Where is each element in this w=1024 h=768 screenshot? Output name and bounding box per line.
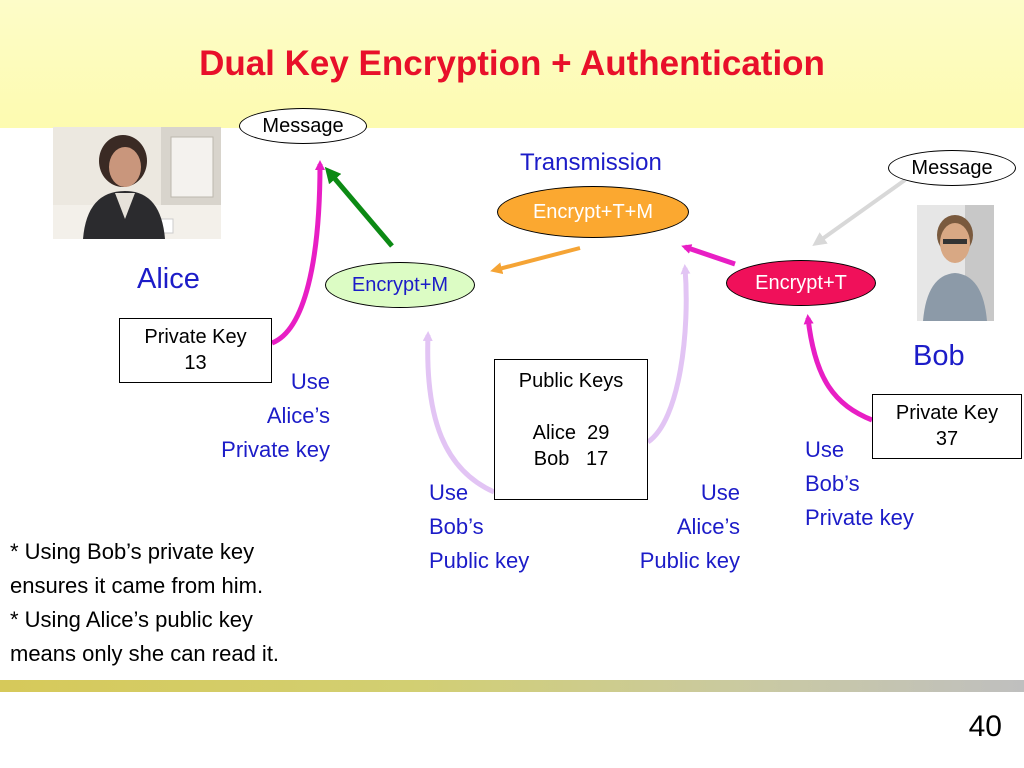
caption-bob-private: Use Bob’s Private key [805, 433, 965, 535]
message-right-node: Message [888, 150, 1016, 186]
transmission-label: Transmission [520, 149, 662, 176]
caption-line: Private key [805, 505, 914, 530]
footnote-line: * Using Alice’s public key [10, 607, 253, 632]
caption-bob-public: Use Bob’s Public key [429, 476, 579, 578]
caption-line: Bob’s [805, 471, 860, 496]
caption-line: Public key [639, 548, 740, 573]
footer-band [0, 680, 1024, 692]
header-band [0, 0, 1024, 128]
arrow-encrypt-m-to-message [324, 166, 394, 248]
caption-line: Use [805, 437, 845, 462]
alice-private-key-value: 13 [184, 352, 207, 374]
footnote-line: means only she can read it. [10, 641, 280, 666]
public-key-row-bob: Bob 17 [533, 448, 609, 470]
public-key-row-alice: Alice 29 [532, 422, 610, 444]
caption-alice-public: Use Alice’s Public key [590, 476, 740, 578]
encrypt-m-label: Encrypt+M [351, 273, 449, 296]
slide-title: Dual Key Encryption + Authentication [199, 44, 825, 83]
caption-line: Use [700, 480, 740, 505]
message-left-node: Message [239, 108, 367, 144]
caption-line: Public key [429, 548, 530, 573]
footnote: * Using Bob’s private key ensures it cam… [10, 535, 390, 671]
arrow-transmission-to-encrypt-m [490, 246, 581, 275]
arrow-message-to-bob [812, 178, 907, 247]
message-left-label: Message [262, 114, 344, 137]
arrow-alice-private-to-message [270, 160, 325, 346]
public-keys-label: Public Keys [518, 370, 624, 392]
alice-private-key-label: Private Key [144, 326, 247, 348]
caption-line: Alice’s [676, 514, 740, 539]
arrow-bob-private-to-encrypt-t [803, 314, 873, 423]
footnote-line: * Using Bob’s private key [10, 539, 255, 564]
page-number: 40 [968, 710, 1002, 743]
bob-photo [917, 205, 994, 321]
caption-line: Bob’s [429, 514, 484, 539]
caption-alice-private: Use Alice’s Private key [180, 365, 330, 467]
bob-private-key-box: Private Key 37 [872, 394, 1022, 459]
encrypt-t-node: Encrypt+T [726, 260, 876, 306]
encrypt-t-m-node: Encrypt+T+M [497, 186, 689, 238]
bob-private-key-label: Private Key [895, 402, 999, 424]
arrow-encrypt-t-to-transmission [681, 244, 736, 267]
arrow-alice-public-key [646, 264, 691, 445]
bob-private-key-value: 37 [935, 428, 959, 450]
arrow-bob-public-key [422, 331, 496, 495]
caption-line: Alice’s [266, 403, 330, 428]
public-keys-box: Public Keys Alice 29 Bob 17 [494, 359, 648, 500]
alice-private-key-box: Private Key 13 [119, 318, 272, 383]
caption-line: Use [290, 369, 330, 394]
encrypt-t-m-label: Encrypt+T+M [532, 200, 654, 223]
encrypt-t-label: Encrypt+T [755, 271, 847, 294]
message-right-label: Message [911, 156, 993, 179]
alice-photo [53, 127, 221, 239]
caption-line: Private key [221, 437, 330, 462]
bob-name: Bob [913, 340, 965, 372]
alice-name: Alice [137, 263, 200, 295]
encrypt-m-node: Encrypt+M [325, 262, 475, 308]
footnote-line: ensures it came from him. [10, 573, 264, 598]
caption-line: Use [429, 480, 469, 505]
